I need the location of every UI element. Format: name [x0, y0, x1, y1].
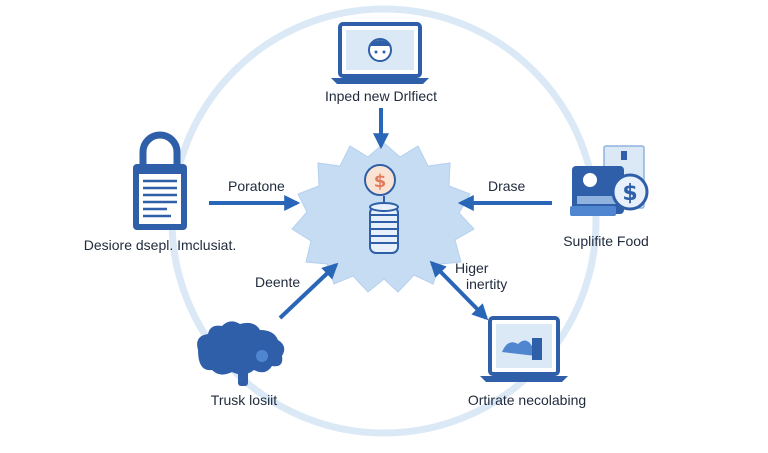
laptop-chart-icon [480, 316, 568, 382]
arrow-bottomleft-to-hub [278, 262, 339, 320]
label-left: Desiore dsepl. Imclusiat. [83, 237, 237, 253]
label-bottom-left: Trusk losiit [210, 392, 278, 408]
central-hub: $ [291, 142, 475, 293]
dollar-cards-icon: $ [570, 145, 649, 216]
arrow-label-bottom-left: Deente [255, 274, 301, 290]
label-bottom-right: Ortirate necolabing [467, 392, 587, 408]
laptop-face-icon [331, 22, 429, 84]
label-right: Suplifite Food [563, 233, 649, 249]
arrow-label-bottom-right-line2: inertity [466, 276, 508, 292]
arrow-label-right: Drase [488, 178, 526, 194]
arrow-hub-bottomright [429, 260, 489, 321]
svg-text:$: $ [374, 171, 387, 192]
label-top: Inped new Drlfiect [324, 88, 438, 104]
arrow-label-bottom-right-line1: Higer [455, 260, 489, 276]
coin-stack-dollar-icon: $ [364, 164, 399, 254]
cloud-blob-icon [197, 321, 285, 386]
padlock-document-icon [133, 131, 187, 230]
svg-text:$: $ [622, 181, 637, 206]
arrow-label-left: Poratone [228, 178, 285, 194]
